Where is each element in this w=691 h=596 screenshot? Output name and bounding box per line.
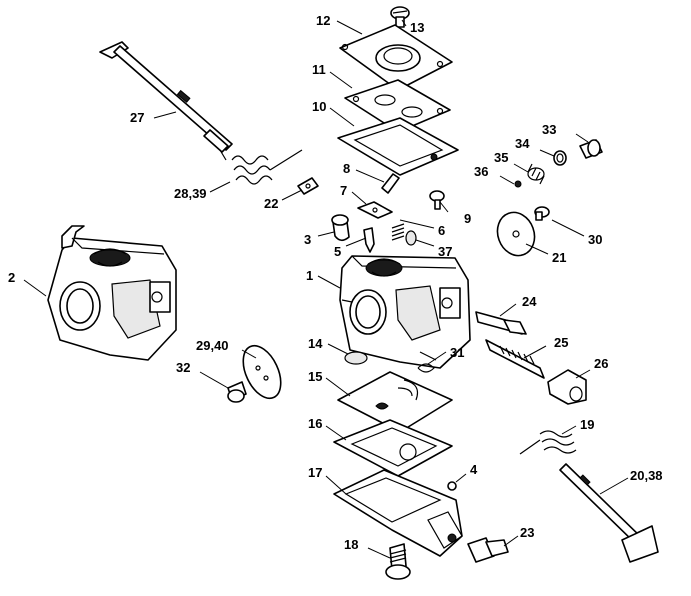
part-8-pin xyxy=(381,173,400,194)
callout-31: 31 xyxy=(450,345,464,360)
callout-3: 3 xyxy=(304,232,311,247)
callout-26: 26 xyxy=(594,356,608,371)
part-7-lever xyxy=(357,201,393,219)
part-3-cap xyxy=(331,214,350,242)
callout-17: 17 xyxy=(308,465,322,480)
callout-22: 22 xyxy=(264,196,278,211)
callout-28-39: 28,39 xyxy=(174,186,207,201)
part-37-screen xyxy=(405,230,417,246)
part-35-spring xyxy=(527,163,545,185)
callout-13: 13 xyxy=(410,20,424,35)
callout-12: 12 xyxy=(316,13,330,28)
callout-4: 4 xyxy=(470,462,478,477)
part-33-plug xyxy=(579,139,603,159)
callout-1: 1 xyxy=(306,268,313,283)
callout-5: 5 xyxy=(334,244,341,259)
part-27-throttle-shaft xyxy=(99,41,233,153)
callout-9: 9 xyxy=(464,211,471,226)
callout-24: 24 xyxy=(522,294,537,309)
callout-34: 34 xyxy=(515,136,530,151)
callout-29-40: 29,40 xyxy=(196,338,229,353)
part-23-fitting xyxy=(467,537,509,563)
callout-32: 32 xyxy=(176,360,190,375)
callout-18: 18 xyxy=(344,537,358,552)
part-22-clip xyxy=(297,177,319,195)
callout-21: 21 xyxy=(552,250,566,265)
callout-11: 11 xyxy=(312,62,326,77)
callout-19: 19 xyxy=(580,417,594,432)
callout-8: 8 xyxy=(343,161,350,176)
part-19-spring xyxy=(519,430,577,455)
callout-33: 33 xyxy=(542,122,556,137)
part-2-carburetor-body xyxy=(47,225,177,361)
part-21-disc xyxy=(496,211,536,257)
callout-27: 27 xyxy=(130,110,144,125)
callout-37: 37 xyxy=(438,244,452,259)
part-13-screw xyxy=(390,6,410,28)
part-30-screw xyxy=(534,206,550,221)
part-18-screw xyxy=(385,543,411,580)
callout-2: 2 xyxy=(8,270,15,285)
callout-25: 25 xyxy=(554,335,568,350)
part-5-needle-valve xyxy=(363,227,375,253)
part-25-adjusting-screw xyxy=(485,339,545,379)
callout-16: 16 xyxy=(308,416,322,431)
callout-23: 23 xyxy=(520,525,534,540)
callout-14: 14 xyxy=(308,336,323,351)
part-11-pump-diaphragm xyxy=(344,79,451,133)
part-14-strainer xyxy=(344,351,368,365)
part-20-38-choke-shaft xyxy=(559,463,659,563)
callout-36: 36 xyxy=(474,164,488,179)
callout-35: 35 xyxy=(494,150,508,165)
callout-15: 15 xyxy=(308,369,322,384)
callout-6: 6 xyxy=(438,223,445,238)
part-31-clip xyxy=(417,363,435,373)
part-15-metering-diaphragm xyxy=(337,371,453,433)
leader-lines xyxy=(23,19,629,559)
part-10-gasket xyxy=(337,117,459,176)
part-29-40-throttle-plate xyxy=(242,344,282,400)
part-12-pump-cover xyxy=(339,24,453,91)
part-1-carburetor-body xyxy=(339,255,471,369)
callout-30: 30 xyxy=(588,232,602,247)
part-24-adjusting-screw xyxy=(475,311,527,335)
callout-7: 7 xyxy=(340,183,347,198)
part-4-ball xyxy=(447,481,457,491)
part-16-gasket xyxy=(333,419,453,477)
callout-labels: 12 13 11 10 8 7 9 6 3 5 37 1 2 27 28,39 … xyxy=(8,13,663,552)
callout-20-38: 20,38 xyxy=(630,468,663,483)
part-26-limiter-cap xyxy=(547,369,587,405)
part-17-metering-cover xyxy=(333,469,463,557)
part-34-ring xyxy=(553,150,567,166)
part-28-39-torsion-spring xyxy=(219,149,303,185)
part-9-screw xyxy=(429,190,445,210)
part-32-screw xyxy=(227,381,247,403)
part-36-ball xyxy=(514,180,522,188)
callout-10: 10 xyxy=(312,99,326,114)
part-6-spring xyxy=(391,223,405,241)
